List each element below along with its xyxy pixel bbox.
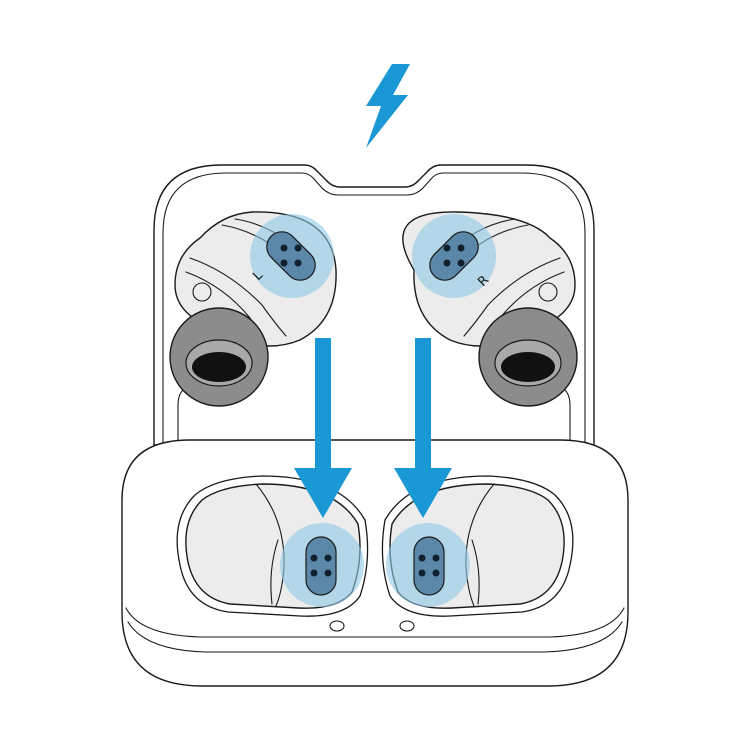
- left-indicator-light: [329, 620, 345, 632]
- case-lid: [153, 164, 595, 446]
- left-charging-contacts-base: [305, 536, 337, 596]
- left-charging-contacts-lid: [266, 231, 316, 281]
- right-charging-contacts-lid: [429, 231, 479, 281]
- left-earbud-lid: L: [169, 211, 337, 407]
- right-indicator-light: [399, 620, 415, 632]
- left-charging-well: [176, 475, 369, 617]
- down-arrow-icon: [294, 338, 352, 518]
- right-charging-contacts-base: [413, 536, 445, 596]
- lightning-bolt-icon: [366, 64, 410, 148]
- right-charging-well: [381, 475, 574, 617]
- down-arrow-icon: [394, 338, 452, 518]
- right-earbud-lid: R: [402, 211, 578, 407]
